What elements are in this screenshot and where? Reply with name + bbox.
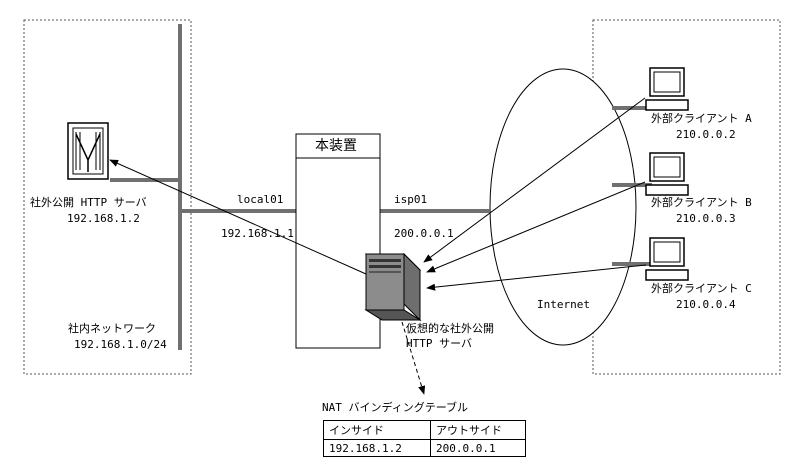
isp01-ip: 200.0.0.1: [394, 227, 454, 240]
http-server-icon: [67, 122, 109, 180]
client-c-monitor-icon: [645, 237, 689, 281]
nat-table-header-row: インサイド アウトサイド: [323, 420, 526, 440]
nat-table-arrow: [401, 321, 426, 395]
lan-label: 社内ネットワーク: [68, 322, 156, 335]
nat-inside-address: 192.168.1.2: [323, 439, 431, 457]
table-row: 192.168.1.2 200.0.0.1: [323, 439, 526, 457]
client-c-label: 外部クライアント C: [651, 282, 752, 295]
client-a-monitor-icon: [645, 67, 689, 111]
nat-header-outside: アウトサイド: [430, 420, 526, 440]
local01-ip: 192.168.1.1: [221, 227, 294, 240]
client-b-label: 外部クライアント B: [651, 196, 752, 209]
lan-boundary: [23, 19, 192, 375]
nat-table-title: NAT バインディングテーブル: [322, 401, 469, 414]
client-a-arrow: [423, 97, 646, 263]
forward-arrow: [109, 159, 367, 275]
device-title: 本装置: [315, 138, 357, 154]
client-a-ip: 210.0.0.2: [676, 128, 736, 141]
internet-label: Internet: [537, 298, 590, 311]
client-b-monitor-icon: [645, 152, 689, 196]
lan-subnet: 192.168.1.0/24: [74, 338, 167, 351]
virtual-server-line1: 仮想的な社外公開: [406, 322, 494, 335]
isp01-name: isp01: [394, 193, 428, 206]
http-server-label: 社外公開 HTTP サーバ: [30, 196, 147, 209]
virtual-server-icon: [364, 252, 422, 322]
nat-header-inside: インサイド: [323, 420, 431, 440]
internet-cloud: [489, 68, 637, 346]
client-b-arrow: [426, 181, 646, 273]
nat-binding-table: インサイド アウトサイド 192.168.1.2 200.0.0.1: [323, 420, 526, 457]
client-c-ip: 210.0.0.4: [676, 298, 736, 311]
virtual-server-line2: HTTP サーバ: [406, 337, 473, 350]
nat-outside-address: 200.0.0.1: [430, 439, 526, 457]
local01-name: local01: [237, 193, 284, 206]
http-server-ip: 192.168.1.2: [67, 212, 140, 225]
client-b-ip: 210.0.0.3: [676, 212, 736, 225]
device-box: [295, 133, 381, 349]
client-c-arrow: [426, 264, 647, 291]
client-a-label: 外部クライアント A: [651, 112, 752, 125]
